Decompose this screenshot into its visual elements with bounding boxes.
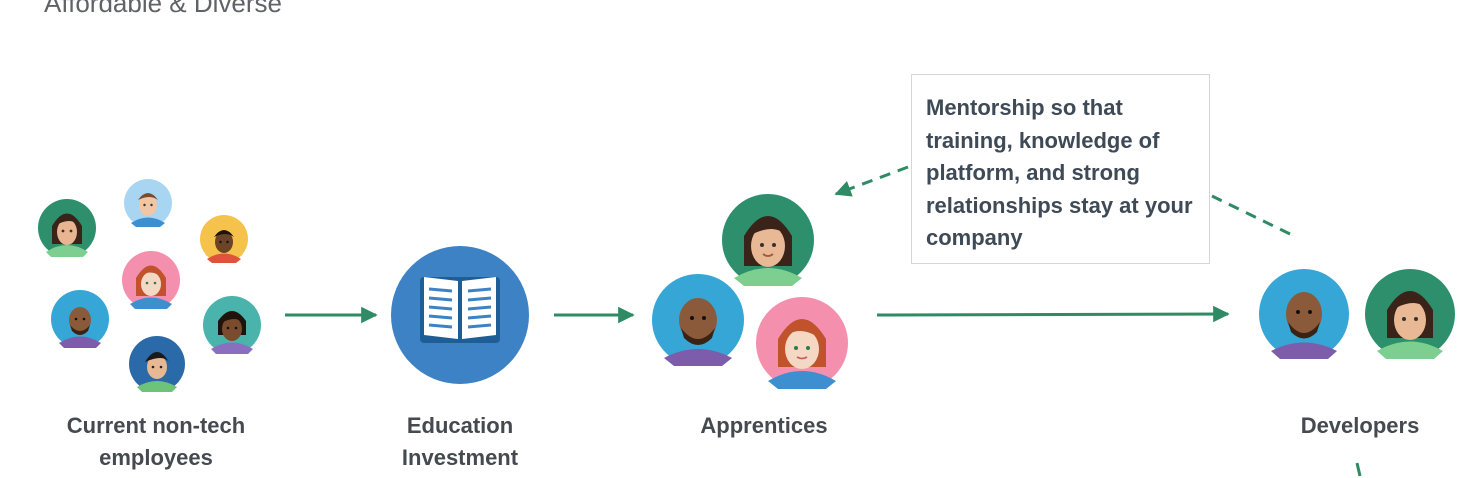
- open-book-icon: [420, 277, 500, 343]
- employee-avatar-4: [118, 247, 184, 313]
- employee-avatar-2: [120, 175, 176, 231]
- developer-avatar-1: [1254, 264, 1354, 364]
- employee-avatar-7: [124, 331, 190, 397]
- dashed-line-fragment: [1355, 462, 1362, 477]
- apprentice-avatar-2: [646, 268, 750, 372]
- dashed-line-developers-to-callout: [1211, 194, 1291, 236]
- dashed-arrow-mentorship: [834, 165, 909, 197]
- label-developers: Developers: [1300, 413, 1420, 438]
- employee-avatar-1: [34, 195, 100, 261]
- apprentice-avatar-1: [716, 188, 820, 292]
- label-current-employees: Current non-tech employees: [66, 413, 246, 470]
- mentorship-callout: Mentorship so that training, knowledge o…: [911, 74, 1210, 264]
- employee-avatar-5: [47, 286, 113, 352]
- education-book-badge: [386, 241, 534, 389]
- developer-avatar-2: [1360, 264, 1460, 364]
- arrow-apprentices-to-developers: [876, 305, 1230, 323]
- employee-avatar-3: [196, 211, 252, 267]
- label-apprentices: Apprentices: [700, 413, 828, 438]
- page-heading: Affordable & Diverse: [44, 0, 282, 18]
- label-education-investment: Education Investment: [401, 413, 519, 470]
- employee-avatar-6: [199, 292, 265, 358]
- apprentice-avatar-3: [750, 291, 854, 395]
